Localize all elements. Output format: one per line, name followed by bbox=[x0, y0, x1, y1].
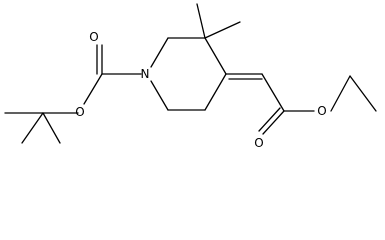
bond-o-ethyl-ch2 bbox=[330, 75, 351, 112]
bond-n-c2 bbox=[150, 37, 169, 68]
bond-c3-c4 bbox=[204, 37, 227, 75]
bond-tbu-methyl-1 bbox=[42, 112, 61, 144]
carbamate-ether-oxygen-label: O bbox=[75, 105, 84, 119]
ring-nitrogen-label: N bbox=[141, 67, 150, 81]
bond-tbu-methyl-3 bbox=[21, 112, 44, 144]
bond-c4-c5 bbox=[204, 73, 227, 111]
bond-c3-methyl-b bbox=[204, 21, 241, 39]
bond-ethyl-ch2-ch3 bbox=[349, 75, 377, 112]
bond-c6-n bbox=[150, 80, 169, 111]
bond-ch-ester-carbon bbox=[261, 73, 285, 112]
ester-carbonyl-oxygen-label: O bbox=[254, 136, 263, 150]
ester-ether-oxygen-label: O bbox=[317, 104, 326, 118]
bond-ester-c-o-double-b bbox=[258, 107, 281, 132]
bond-c3-methyl-a bbox=[196, 3, 206, 39]
carbamate-carbonyl-oxygen-label: O bbox=[89, 30, 98, 44]
structure-canvas: N O O O O bbox=[4, 3, 377, 150]
molecule-structure-diagram: N O O O O bbox=[4, 3, 377, 150]
bond-ester-c-o-double-a bbox=[262, 110, 285, 135]
bond-carbamate-c-o-single bbox=[83, 73, 103, 105]
